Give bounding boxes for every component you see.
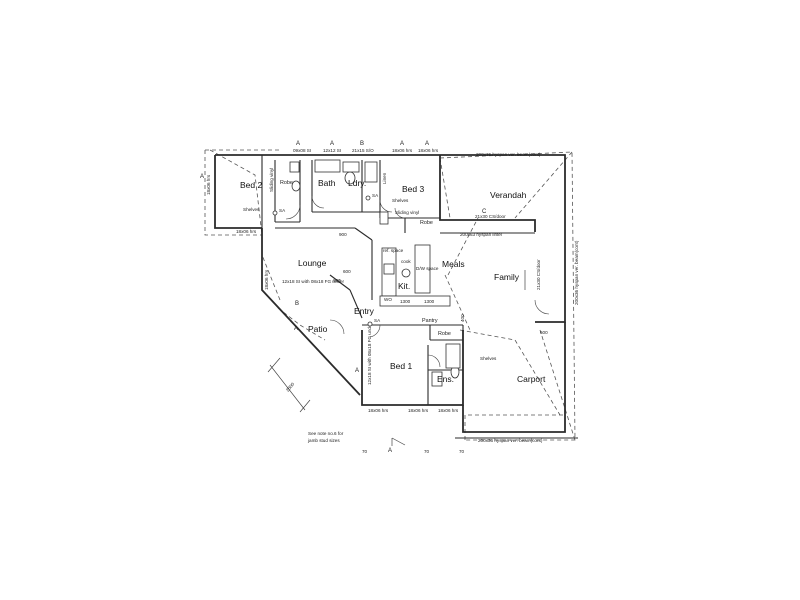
section-marker-a6: A	[388, 448, 392, 454]
note-left-lintel-2: 18x06 hrs	[236, 229, 257, 234]
note-offset-3: 70	[459, 449, 465, 454]
note-bottom-lintel-1: 18x06 hrs	[368, 408, 389, 413]
section-marker-a1: A	[296, 141, 300, 147]
room-label-bed3: Bed 3	[402, 184, 424, 194]
section-marker-a4: A	[425, 141, 429, 147]
external-walls	[214, 154, 578, 439]
label-wo: WO	[384, 297, 392, 302]
room-label-bed1: Bed 1	[390, 361, 412, 371]
note-lintel-bed3: 21x30 CS/door	[475, 214, 506, 219]
section-marker-a8: A	[355, 368, 359, 374]
note-left-lintel-1: 18x06 hrs	[206, 174, 211, 195]
note-dim-1300b: 1300	[424, 299, 435, 304]
room-label-ensuite: Ens.	[437, 374, 454, 384]
room-label-robe-bed2: Robe	[280, 180, 293, 186]
note-top-lintel-1: 09x08 SI	[293, 148, 311, 153]
section-marker-c: C	[482, 209, 487, 215]
note-dim-2500: 2500	[285, 381, 296, 392]
note-ref-space: ref. space	[383, 248, 404, 253]
label-shelves-bed2: Shelves	[243, 207, 260, 212]
room-label-entry: Entry	[354, 306, 375, 316]
section-marker-a2: A	[330, 141, 334, 147]
smoke-alarm-icon	[365, 195, 371, 201]
doors	[285, 195, 550, 368]
room-label-carport: Carport	[517, 374, 546, 384]
label-shelves-bed3: Shelves	[392, 198, 409, 203]
smoke-alarm-icon	[367, 321, 373, 327]
smoke-alarm-label: SA	[374, 318, 381, 323]
note-dim-1300a: 1300	[400, 299, 411, 304]
note-sliding-vinyl-bed2: Sliding vinyl	[269, 168, 274, 192]
room-label-bath: Bath	[318, 178, 336, 188]
note-lintel: 200x63 hyspan lintel	[460, 232, 502, 237]
bathroom-fixtures	[289, 159, 461, 387]
note-cooktop: cook	[401, 259, 411, 264]
note-left-lintel-3: 18x06 hrs	[264, 269, 269, 290]
room-label-pantry: Pantry	[422, 318, 438, 324]
note-beam-bottom: 200x36 hyspan ver. beam(cont)	[478, 438, 543, 443]
room-label-family: Family	[494, 272, 520, 282]
room-label-laundry: Ldry.	[348, 178, 366, 188]
section-marker-a7: A	[294, 326, 298, 332]
smoke-alarm-label: SA	[279, 208, 286, 213]
note-dim-400: 400	[460, 314, 465, 322]
smoke-alarm-icon	[272, 210, 278, 216]
section-marker-a3: A	[400, 141, 404, 147]
note-family-lintel: 21x30 CS/door	[536, 259, 541, 290]
section-marker-b1: B	[360, 141, 364, 147]
section-marker-b2: B	[295, 301, 299, 307]
note-top-lintel-5: 18x06 hrs	[418, 148, 439, 153]
smoke-alarm-label: SA	[372, 193, 379, 198]
note-offset-1: 70	[362, 449, 368, 454]
note-bottom-lintel-2: 18x06 hrs	[408, 408, 429, 413]
room-label-patio: Patio	[308, 324, 328, 334]
note-jamb-1: See note no.6 for	[308, 431, 344, 436]
note-dim-600b: 600	[333, 278, 341, 283]
internal-walls	[261, 155, 535, 405]
room-label-meals: Meals	[442, 259, 465, 269]
note-offset-2: 70	[424, 449, 430, 454]
note-bed1-lintel: 12x18 SI with 08x18 FG under	[367, 322, 372, 385]
room-label-bed2: Bed 2	[240, 180, 262, 190]
note-dim-900: 900	[339, 232, 347, 237]
room-label-kitchen: Kit.	[398, 281, 410, 291]
note-jamb-2: jamb stud sizes	[307, 438, 340, 443]
note-bottom-lintel-3: 18x06 hrs	[438, 408, 459, 413]
room-label-verandah: Verandah	[490, 190, 527, 200]
room-label-lounge: Lounge	[298, 258, 327, 268]
note-beam-top: 200x36 hyspan ver. beam(cont)	[476, 152, 541, 157]
kitchen-fixtures	[379, 211, 451, 307]
room-label-robe-bed3: Robe	[420, 220, 433, 226]
note-dim-600: 600	[343, 269, 351, 274]
note-lounge-lintel: 12x18 SI with 08x18 FG under	[282, 279, 345, 284]
section-marker-a5: A	[200, 174, 204, 180]
note-dim-600c: 600	[540, 330, 548, 335]
note-top-lintel-4: 18x06 hrs	[392, 148, 413, 153]
note-beam-right: 200x36 hyspan ver. beam(cont)	[574, 240, 579, 305]
note-dw-space: D/W space	[416, 266, 439, 271]
label-shelves-bed1: Shelves	[480, 356, 497, 361]
note-top-lintel-2: 12x12 SI	[323, 148, 341, 153]
note-sliding-vinyl: Sliding vinyl	[395, 210, 419, 215]
note-linen: Linen	[382, 172, 387, 184]
note-top-lintel-3: 21x15 S/O	[352, 148, 374, 153]
room-label-robe-bed1: Robe	[438, 331, 451, 337]
dimension-lines	[267, 270, 526, 446]
